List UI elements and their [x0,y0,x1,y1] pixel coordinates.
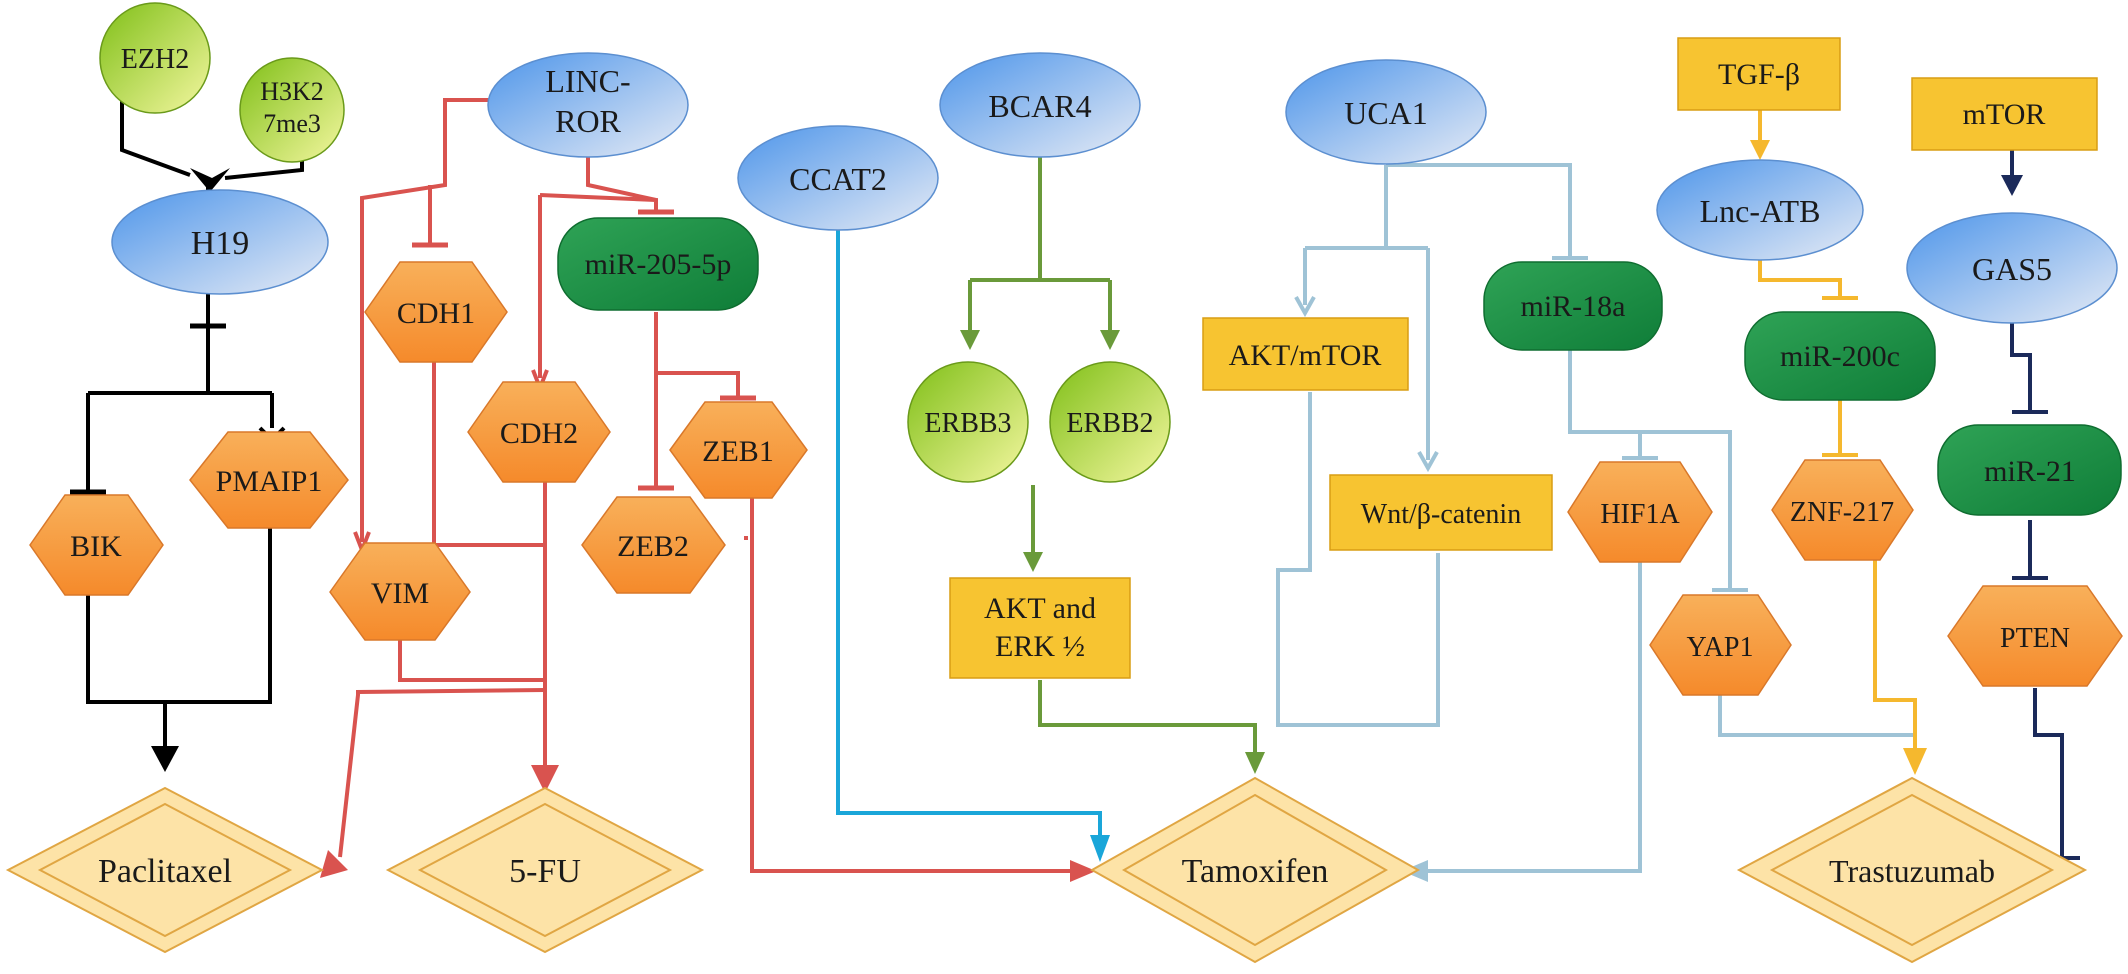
uca1-arrow-akt-mtor [1294,296,1316,318]
ccat2-node[interactable]: CCAT2 [737,125,939,231]
gas5-node[interactable]: GAS5 [1906,212,2118,324]
erbb2-node[interactable]: ERBB2 [1049,361,1171,483]
znf-217-node[interactable]: ZNF-217 [1771,459,1914,561]
bik-label: BIK [70,530,122,563]
linc-ror-label-line1: LINC- [545,63,630,99]
uca1-node[interactable]: UCA1 [1285,59,1487,165]
lnc-atb-label: Lnc-ATB [1700,193,1821,229]
erbb3-label: ERBB3 [924,408,1011,439]
akt-mtor-label: AKT/mTOR [1229,339,1382,372]
mtor-label: mTOR [1963,98,2046,131]
ezh2-label: EZH2 [121,44,189,75]
h3k27me3-node[interactable]: H3K2 7me3 [239,57,345,163]
h19-arrowhead-convergence [190,168,230,192]
zeb2-label: ZEB2 [617,530,689,563]
bcar4-arrow-akt-erk [1023,552,1043,572]
mir-205-5p-node[interactable]: miR-205-5p [557,217,759,311]
h19-node[interactable]: H19 [111,189,329,295]
ccat2-pathway-edges [836,228,1102,845]
uca1-arrow-wnt [1417,451,1439,473]
linc-ror-label-line2: ROR [555,103,621,139]
paclitaxel-label: Paclitaxel [98,853,232,890]
akt-erk-label-line2: ERK ½ [995,630,1085,663]
h19-pathway-edges [70,85,304,760]
wnt-beta-catenin-node[interactable]: Wnt/β-catenin [1329,474,1553,551]
bcar4-node[interactable]: BCAR4 [939,52,1141,158]
vim-node[interactable]: VIM [329,542,471,641]
tamoxifen-node[interactable]: Tamoxifen [1089,776,1421,964]
gas5-label: GAS5 [1972,251,2052,287]
ccat2-label: CCAT2 [789,161,887,197]
vim-label: VIM [371,577,429,610]
trastuzumab-node[interactable]: Trastuzumab [1736,776,2088,964]
gas5-arrowhead [2001,175,2023,196]
mir-18a-label: miR-18a [1521,290,1626,323]
ezh2-node[interactable]: EZH2 [99,2,211,114]
tamoxifen-green-arrowhead [1245,752,1265,774]
fu-label: 5-FU [509,853,581,890]
fu-arrowhead [531,765,559,793]
yap1-node[interactable]: YAP1 [1649,594,1792,696]
zeb1-node[interactable]: ZEB1 [669,401,808,499]
paclitaxel-arrowhead [151,746,179,772]
mtor-node[interactable]: mTOR [1911,77,2098,151]
cdh1-label: CDH1 [397,297,475,330]
akt-erk-node[interactable]: AKT and ERK ½ [949,577,1131,679]
erbb3-node[interactable]: ERBB3 [907,361,1029,483]
h19-label: H19 [191,225,250,262]
linc-ror-pathway-edges [338,98,1085,873]
tgf-beta-label: TGF-β [1718,58,1800,91]
paclitaxel-node[interactable]: Paclitaxel [5,786,325,954]
mir-18a-node[interactable]: miR-18a [1483,261,1663,351]
hif1a-node[interactable]: HIF1A [1567,461,1713,563]
zeb1-label: ZEB1 [702,435,774,468]
mir-21-node[interactable]: miR-21 [1937,424,2122,516]
h3k27me3-label-line2: 7me3 [263,109,321,138]
bcar4-arrow-erbb2 [1100,330,1120,350]
h3k27me3-label-line1: H3K2 [260,77,324,106]
lnc-atb-node[interactable]: Lnc-ATB [1656,159,1864,261]
mir-21-label: miR-21 [1984,455,2076,488]
cdh2-label: CDH2 [500,417,578,450]
bcar4-label: BCAR4 [988,88,1091,124]
trastuzumab-gold-arrowhead [1903,748,1927,775]
bcar4-arrow-erbb3 [960,330,980,350]
wnt-beta-catenin-label: Wnt/β-catenin [1361,499,1521,530]
cdh2-node[interactable]: CDH2 [467,381,611,483]
paclitaxel-red-arrowhead [320,850,348,878]
trastuzumab-label: Trastuzumab [1829,853,1995,889]
yap1-label: YAP1 [1687,632,1754,663]
tamoxifen-red-arrowhead [1070,860,1096,882]
pmaip1-node[interactable]: PMAIP1 [189,431,349,529]
erbb2-label: ERBB2 [1066,408,1153,439]
tamoxifen-label: Tamoxifen [1182,853,1329,890]
mir-205-5p-label: miR-205-5p [585,248,732,281]
mir-200c-node[interactable]: miR-200c [1744,311,1936,401]
bik-node[interactable]: BIK [29,494,164,596]
zeb2-node[interactable]: ZEB2 [581,496,726,594]
fu-node[interactable]: 5-FU [385,786,705,954]
linc-ror-node[interactable]: LINC- ROR [487,52,689,158]
akt-mtor-node[interactable]: AKT/mTOR [1202,317,1409,391]
cdh1-node[interactable]: CDH1 [364,261,508,363]
akt-erk-label-line1: AKT and [984,592,1096,625]
pmaip1-label: PMAIP1 [216,465,323,498]
pten-label: PTEN [2000,623,2070,654]
hif1a-label: HIF1A [1600,499,1680,530]
tgf-beta-node[interactable]: TGF-β [1677,37,1841,111]
lnc-atb-arrowhead [1750,140,1770,160]
pten-node[interactable]: PTEN [1947,585,2123,687]
znf-217-label: ZNF-217 [1790,497,1894,528]
mir-200c-label: miR-200c [1780,340,1900,373]
uca1-label: UCA1 [1344,95,1428,131]
tamoxifen-cyan-arrowhead [1090,835,1110,862]
